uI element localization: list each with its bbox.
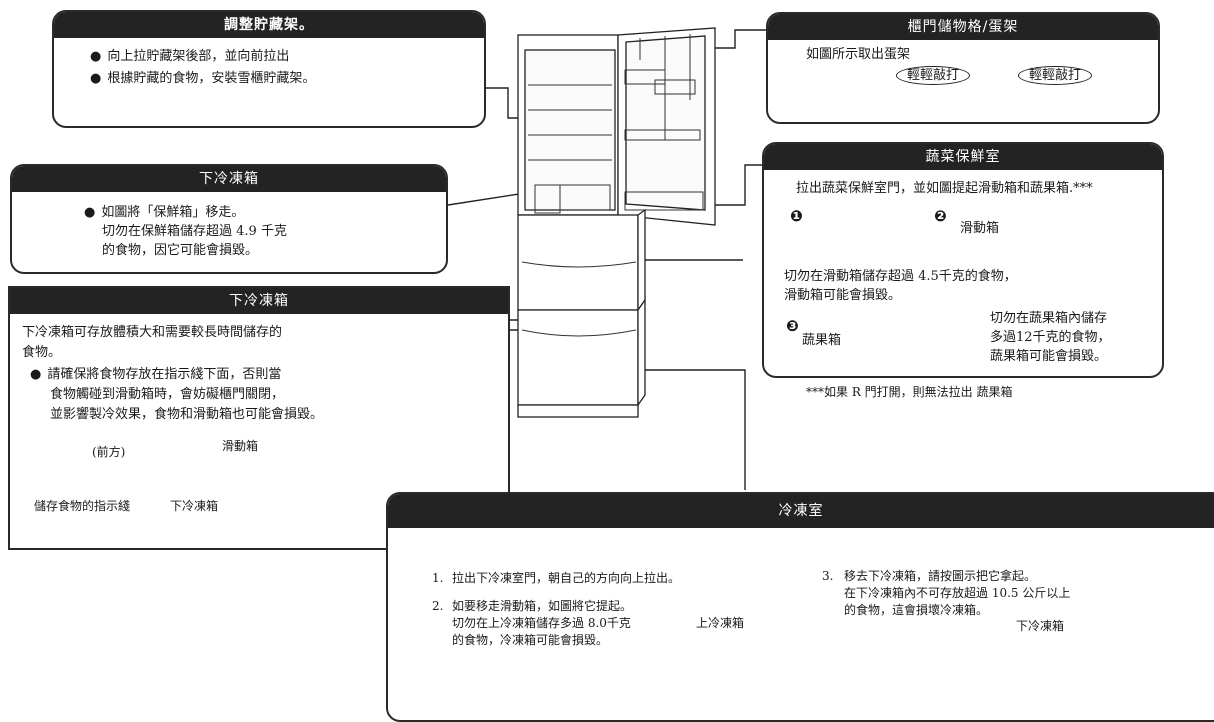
lower-freezer-title: 下冷凍箱: [10, 288, 508, 314]
lower-freezer-front-label: (前方): [92, 445, 126, 459]
vegetable-fruit-warn2: 多過12千克的食物，: [990, 330, 1111, 345]
lower-freezer-indicator-label: 儲存食物的指示綫: [34, 499, 131, 513]
door-pocket-panel: 櫃門儲物格/蛋架 如圖所示取出蛋架 輕輕敲打 輕輕敲打: [766, 12, 1160, 124]
lower-freezer-line1: 下冷凍箱可存放體積大和需要較長時間儲存的: [22, 325, 283, 340]
freezer-step2a: 如要移走滑動箱，如圖將它提起。: [452, 599, 633, 613]
lower-freezer-keepfresh-panel: 下冷凍箱 如圖將「保鮮箱」移走。 切勿在保鮮箱儲存超過 4.9 千克 的食物，因…: [10, 164, 448, 274]
freezer-step1: 拉出下冷凍室門，朝自己的方向向上拉出。: [452, 571, 681, 585]
freezer-step3a: 移去下冷凍箱，請按圖示把它拿起。: [844, 569, 1037, 583]
freezer-step3-number: 3.: [822, 569, 834, 583]
vegetable-step2-number: ❷: [934, 207, 947, 225]
adjust-shelf-line2: 根據貯藏的食物，安裝雪櫃貯藏架。: [90, 70, 315, 87]
vegetable-intro: 拉出蔬菜保鮮室門，並如圖提起滑動箱和蔬果箱.***: [796, 181, 1093, 196]
fridge-body: [517, 27, 716, 418]
vegetable-slide-label: 滑動箱: [960, 221, 1000, 236]
lower-freezer-box-label: 下冷凍箱: [170, 499, 219, 513]
freezer-step1-number: 1.: [432, 571, 444, 585]
vegetable-panel: 蔬菜保鮮室 拉出蔬菜保鮮室門，並如圖提起滑動箱和蔬果箱.*** ❶ ❷ 滑動箱 …: [762, 142, 1164, 378]
vegetable-step1-number: ❶: [790, 207, 803, 225]
vegetable-warn2: 滑動箱可能會損毀。: [784, 288, 902, 303]
vegetable-step3-number: ❸: [786, 317, 799, 335]
door-pocket-title: 櫃門儲物格/蛋架: [768, 14, 1158, 40]
lower-freezer-b2: 食物觸碰到滑動箱時，會妨礙櫃門關閉，: [50, 387, 285, 402]
vegetable-fruit-label: 蔬果箱: [802, 333, 842, 348]
freezer-upper-label: 上冷凍箱: [696, 616, 745, 630]
vegetable-warn1: 切勿在滑動箱儲存超過 4.5千克的食物，: [784, 269, 1017, 284]
lower-freezer-keepfresh-title: 下冷凍箱: [12, 166, 446, 192]
adjust-shelf-title: 調整貯藏架。: [54, 12, 484, 38]
lower-freezer-b3: 並影響製冷效果，食物和滑動箱也可能會損毀。: [50, 407, 324, 422]
fridge-shelves: [521, 34, 704, 337]
freezer-step3b: 在下冷凍箱內不可存放超過 10.5 公斤以上: [844, 586, 1071, 600]
freezer-step2c: 的食物，冷凍箱可能會損毀。: [452, 633, 609, 647]
adjust-shelf-line1: 向上拉貯藏架後部，並向前拉出: [90, 48, 289, 65]
vegetable-fruit-warn1: 切勿在蔬果箱內儲存: [990, 311, 1108, 326]
door-pocket-tap2: 輕輕敲打: [1018, 66, 1093, 85]
lower-freezer-slide-label: 滑動箱: [222, 439, 259, 453]
keepfresh-line2: 切勿在保鮮箱儲存超過 4.9 千克: [102, 224, 287, 239]
freezer-lower-label: 下冷凍箱: [1016, 619, 1065, 633]
vegetable-fruit-warn3: 蔬果箱可能會損毀。: [990, 349, 1108, 364]
keepfresh-line1: 如圖將「保鮮箱」移走。: [84, 204, 244, 221]
vegetable-title: 蔬菜保鮮室: [764, 144, 1162, 170]
freezer-step3c: 的食物，這會損壞冷凍箱。: [844, 603, 989, 617]
adjust-shelf-panel: 調整貯藏架。 向上拉貯藏架後部，並向前拉出 根據貯藏的食物，安裝雪櫃貯藏架。: [52, 10, 486, 128]
vegetable-footnote: ***如果 R 門打開，則無法拉出 蔬果箱: [806, 385, 1013, 399]
door-pocket-caption: 如圖所示取出蛋架: [806, 47, 911, 62]
lower-freezer-b1: 請確保將食物存放在指示綫下面，否則當: [30, 366, 281, 383]
lower-freezer-line2: 食物。: [22, 345, 62, 360]
freezer-step2-number: 2.: [432, 599, 444, 613]
freezer-title: 冷凍室: [388, 494, 1214, 528]
freezer-panel: 冷凍室 1. 拉出下冷凍室門，朝自己的方向向上拉出。 2. 如要移走滑動箱，如圖…: [386, 492, 1214, 722]
freezer-step2b: 切勿在上冷凍箱儲存多過 8.0千克: [452, 616, 631, 630]
door-pocket-tap1: 輕輕敲打: [896, 66, 971, 85]
keepfresh-line3: 的食物，因它可能會損毀。: [102, 243, 259, 258]
